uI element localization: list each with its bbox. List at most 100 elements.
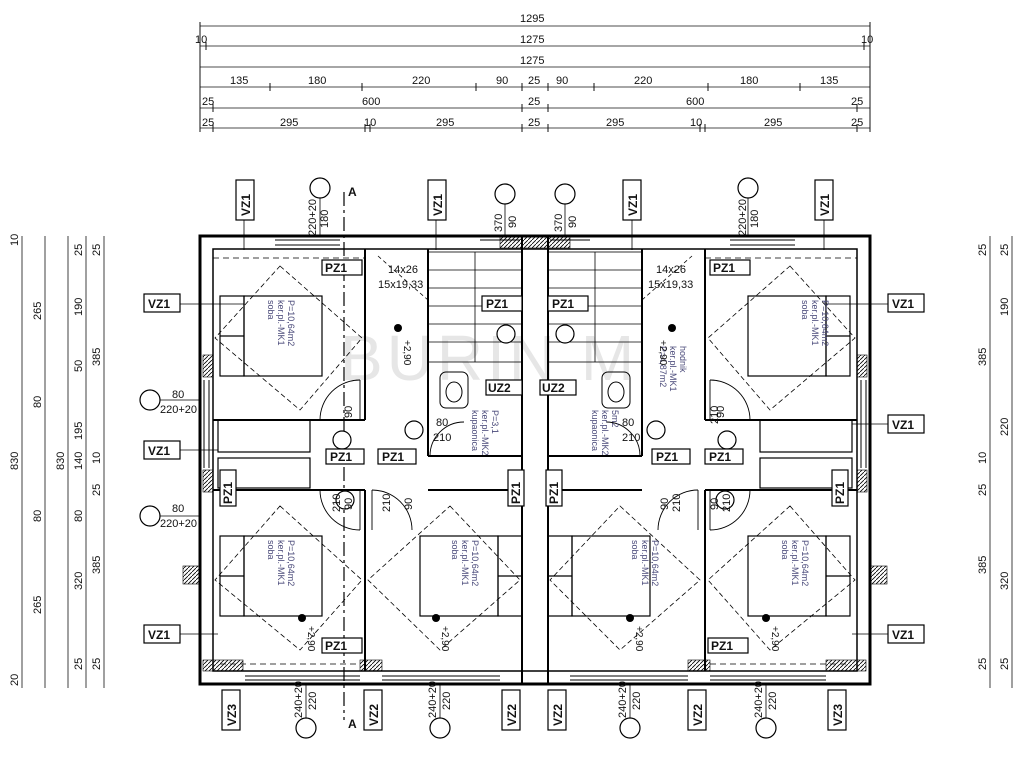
opening-text: 210	[671, 494, 683, 512]
dim-text: 25	[851, 117, 863, 129]
room-name: kupaonica	[590, 410, 600, 451]
dim-text: 600	[686, 96, 704, 108]
dim-text: 320	[999, 572, 1011, 590]
dim-text: 385	[977, 556, 989, 574]
opening-text: 210	[721, 494, 733, 512]
opening-text: 210	[331, 494, 343, 512]
dim-text: 90	[496, 75, 508, 87]
right-dimension-texts: 25 385 10 25 385 25 25 190 220 320 25	[977, 244, 1011, 670]
staircase	[377, 251, 693, 363]
opening-text: 220	[441, 692, 453, 710]
room-area: P=10,64m2	[286, 300, 296, 346]
dim-text: 80	[32, 510, 44, 522]
room-area: P=10,64m2	[650, 540, 660, 586]
pz1-label: PZ1	[382, 450, 404, 464]
opening-text: 370	[553, 214, 565, 232]
vz1-label: VZ1	[626, 194, 640, 216]
opening-text: 210	[433, 432, 451, 444]
opening-text: 80	[622, 417, 634, 429]
label-texts: VZ1 VZ1 VZ1 VZ1 VZ1 VZ1 VZ1 VZ1 VZ1 VZ1 …	[148, 194, 914, 726]
dim-text: 25	[977, 244, 989, 256]
opening-text: 220	[307, 692, 319, 710]
dim-text: 10	[195, 34, 207, 46]
opening-text: 220+20	[160, 404, 197, 416]
room-name: soba	[780, 540, 790, 560]
toilet-fixtures	[439, 371, 631, 409]
pz1-label: PZ1	[325, 639, 347, 653]
dim-text: 80	[73, 510, 85, 522]
room-area: 5m2	[610, 410, 620, 428]
vz1-label: VZ1	[818, 194, 832, 216]
room-area: P=10,64m2	[286, 540, 296, 586]
dim-text: 1295	[520, 13, 544, 25]
opening-text: 220+20	[160, 518, 197, 530]
opening-text: 80	[172, 503, 184, 515]
dim-text: 180	[308, 75, 326, 87]
dim-text: 10	[9, 234, 21, 246]
stair-label: 15x19,33	[648, 279, 693, 291]
bed-furniture	[217, 295, 853, 617]
dim-text: 25	[73, 244, 85, 256]
opening-text: 240+20	[617, 681, 629, 718]
pz1-label: PZ1	[325, 261, 347, 275]
opening-text: 240+20	[427, 681, 439, 718]
room-name: soba	[266, 300, 276, 320]
pz1-label: PZ1	[833, 482, 847, 504]
dim-text: 80	[32, 396, 44, 408]
vz2-label: VZ2	[367, 704, 381, 726]
uz2-label: UZ2	[542, 381, 565, 395]
dim-text: 25	[977, 484, 989, 496]
marker-leader-lines	[160, 198, 888, 718]
room-floor: ker.pl.-MK1	[460, 540, 470, 586]
opening-text: 80	[436, 417, 448, 429]
opening-text: 240+20	[293, 681, 305, 718]
section-marker-bottom: A	[348, 717, 357, 731]
dim-text: 25	[73, 658, 85, 670]
dim-text: 25	[528, 75, 540, 87]
pz1-label: PZ1	[509, 482, 523, 504]
dim-text: 385	[977, 348, 989, 366]
top-dimension-ticks	[199, 22, 871, 132]
dim-text: 265	[32, 596, 44, 614]
opening-text: 240+20	[753, 681, 765, 718]
dim-text: 20	[9, 674, 21, 686]
dim-text: 385	[91, 348, 103, 366]
dim-text: 25	[528, 96, 540, 108]
level-text: +2,90	[401, 340, 412, 366]
stair-label: 14x26	[656, 264, 686, 276]
dim-text: 50	[73, 360, 85, 372]
window-openings	[203, 239, 867, 681]
opening-text: 210	[709, 406, 721, 424]
dim-text: 180	[740, 75, 758, 87]
room-area: P=10,64m2	[800, 540, 810, 586]
opening-text: 180	[319, 210, 331, 228]
hatched-wall-fills	[182, 235, 888, 672]
door-swings	[319, 379, 751, 531]
dim-text: 25	[91, 484, 103, 496]
vz1-label: VZ1	[239, 194, 253, 216]
opening-text: 90	[567, 216, 579, 228]
dim-text: 295	[280, 117, 298, 129]
opening-text: 90	[709, 498, 721, 510]
vz1-label: VZ1	[892, 418, 914, 432]
pz1-label: PZ1	[486, 297, 508, 311]
stair-label: 14x26	[388, 264, 418, 276]
opening-text: 90	[507, 216, 519, 228]
dim-text: 10	[861, 34, 873, 46]
section-marker-top: A	[348, 185, 357, 199]
pz1-label: PZ1	[547, 482, 561, 504]
dim-text: 195	[73, 422, 85, 440]
dim-text: 25	[91, 244, 103, 256]
level-text: +2,90	[657, 340, 668, 366]
room-name: soba	[450, 540, 460, 560]
dim-text: 10	[91, 452, 103, 464]
dim-text: 90	[556, 75, 568, 87]
dim-text: 25	[528, 117, 540, 129]
right-dimension-lines	[989, 236, 1013, 688]
dim-text: 10	[690, 117, 702, 129]
dim-text: 295	[764, 117, 782, 129]
dim-text: 25	[202, 117, 214, 129]
room-name: kupaonica	[470, 410, 480, 451]
room-floor: ker.pl.-MK2	[600, 410, 610, 456]
dim-text: 220	[412, 75, 430, 87]
